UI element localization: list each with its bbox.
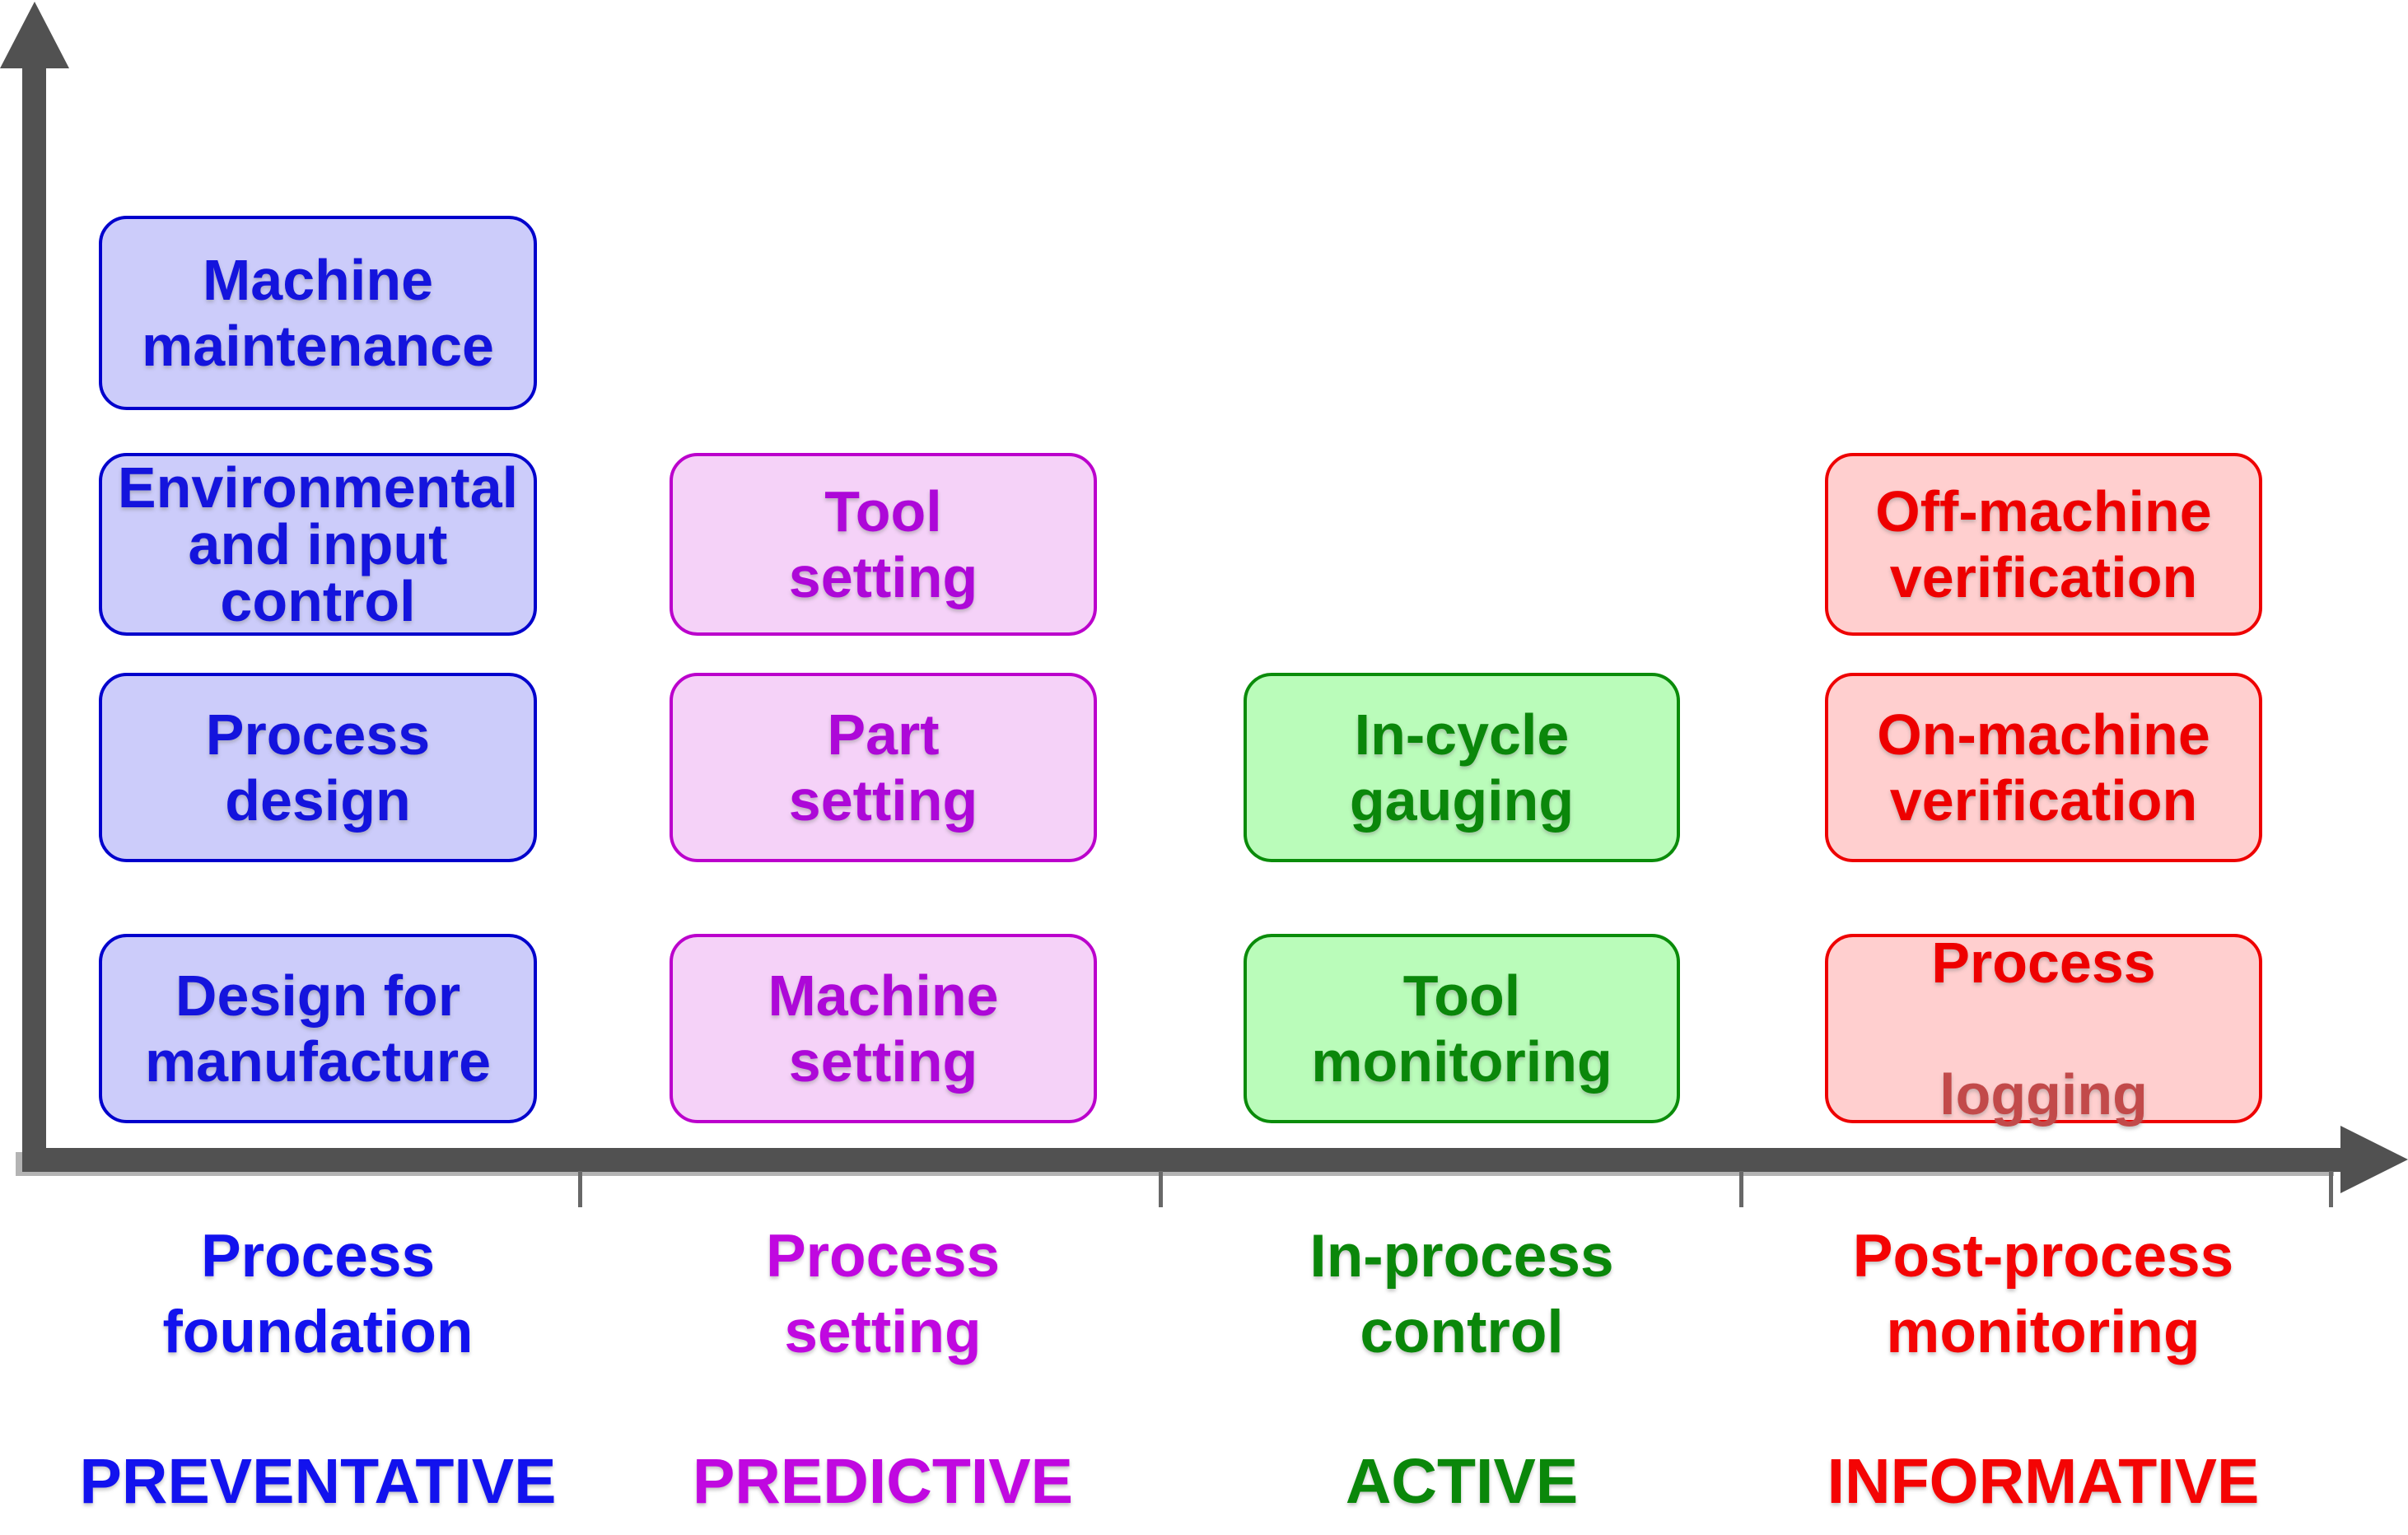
- process-logging-line2: logging: [1939, 1062, 2148, 1127]
- box-in-cycle-gauging: In-cycle gauging: [1244, 673, 1680, 862]
- x-axis-line: [22, 1148, 2340, 1172]
- category-label-post-process-monitoring: Post-process monitoring: [1852, 1223, 2234, 1365]
- type-label-informative: INFORMATIVE: [1827, 1446, 2260, 1517]
- box-off-machine-verification: Off-machine verification: [1825, 453, 2262, 636]
- x-axis-tick: [578, 1171, 582, 1207]
- box-tool-setting: Tool setting: [670, 453, 1097, 636]
- x-axis-tick: [1159, 1171, 1163, 1207]
- process-logging-line1: Process: [1931, 931, 2156, 995]
- box-part-setting: Part setting: [670, 673, 1097, 862]
- type-label-active: ACTIVE: [1345, 1446, 1579, 1517]
- type-label-preventative: PREVENTATIVE: [79, 1446, 557, 1517]
- box-machine-setting: Machine setting: [670, 934, 1097, 1123]
- box-design-for-manufacture: Design for manufacture: [99, 934, 537, 1123]
- y-axis-line: [22, 58, 46, 1172]
- x-axis-tick: [2329, 1171, 2333, 1207]
- box-tool-monitoring: Tool monitoring: [1244, 934, 1680, 1123]
- x-axis-arrowhead-icon: [2340, 1126, 2408, 1193]
- box-environmental-and-input-control: Environmental and input control: [99, 453, 537, 636]
- box-process-logging: Process logging: [1825, 931, 2262, 1127]
- category-label-in-process-control: In-process control: [1309, 1223, 1614, 1365]
- box-machine-maintenance: Machine maintenance: [99, 216, 537, 410]
- y-axis-arrowhead-icon: [0, 2, 69, 68]
- type-label-predictive: PREDICTIVE: [692, 1446, 1074, 1517]
- box-on-machine-verification: On-machine verification: [1825, 673, 2262, 862]
- category-label-process-setting: Process setting: [765, 1223, 1001, 1365]
- x-axis-tick: [1739, 1171, 1743, 1207]
- box-process-design: Process design: [99, 673, 537, 862]
- category-label-process-foundation: Process foundation: [162, 1223, 474, 1365]
